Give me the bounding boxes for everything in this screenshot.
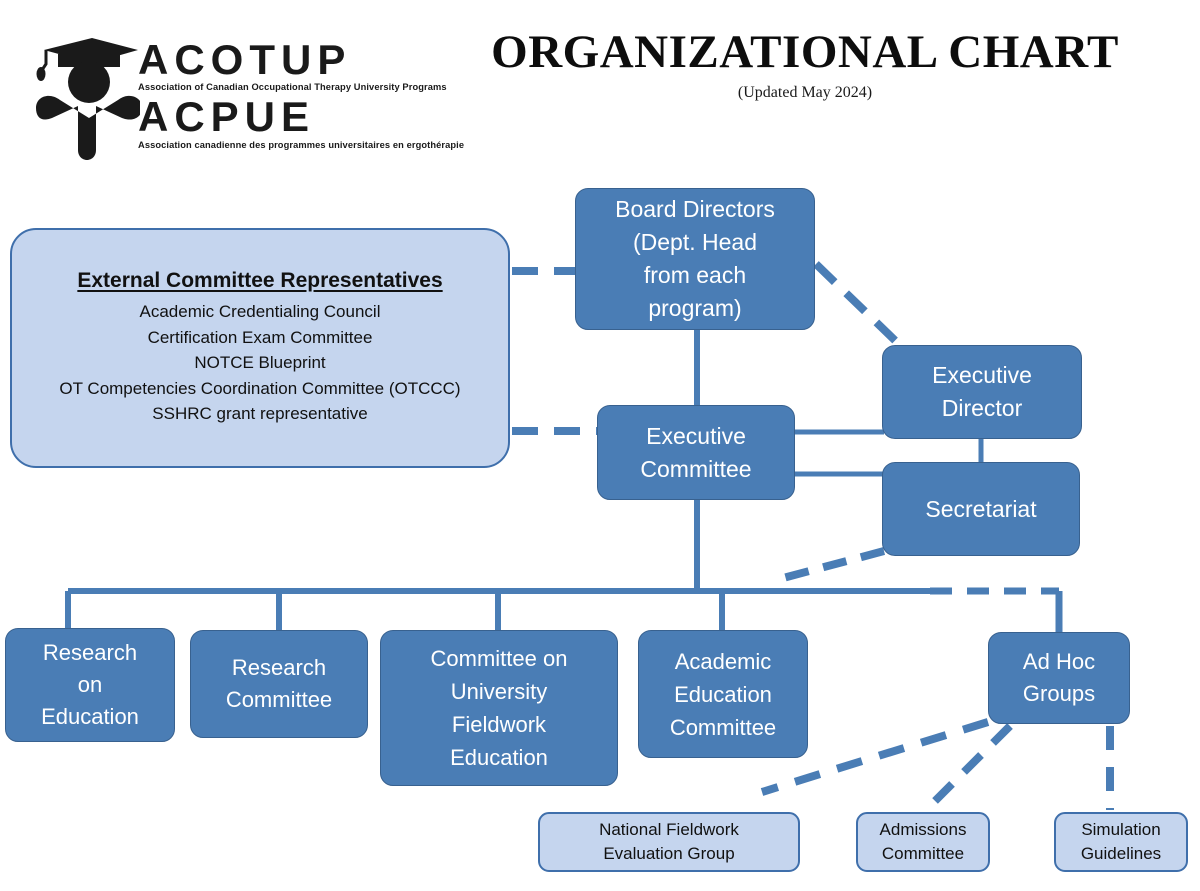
node-secretariat-label: Secretariat bbox=[925, 495, 1037, 522]
page-title: ORGANIZATIONAL CHART bbox=[491, 26, 1119, 78]
acotup-acpue-logo: ACOTUP Association of Canadian Occupatio… bbox=[30, 22, 465, 162]
logo-subtitle-fr: Association canadienne des programmes un… bbox=[138, 140, 465, 150]
page-title-block: ORGANIZATIONAL CHART (Updated May 2024) bbox=[420, 26, 1190, 102]
logo-acronym-en: ACOTUP bbox=[138, 36, 352, 83]
node-secretariat[interactable]: Secretariat bbox=[882, 462, 1080, 556]
external-panel-item: NOTCE Blueprint bbox=[194, 353, 326, 373]
page-subtitle: (Updated May 2024) bbox=[737, 84, 873, 101]
external-panel-item: Academic Credentialing Council bbox=[139, 302, 381, 322]
external-panel-item: SSHRC grant representative bbox=[152, 404, 368, 424]
external-panel-item: Certification Exam Committee bbox=[147, 327, 373, 347]
edge-board-to-exec-director bbox=[813, 261, 910, 355]
logo-acronym-fr: ACPUE bbox=[138, 93, 316, 140]
graduation-cap-figure-logo-icon bbox=[36, 38, 140, 160]
external-committee-representatives-panel[interactable]: External Committee Representatives Acade… bbox=[10, 228, 510, 468]
logo-wordmark: ACOTUP Association of Canadian Occupatio… bbox=[138, 36, 465, 151]
logo-subtitle-en: Association of Canadian Occupational The… bbox=[138, 82, 447, 92]
edge-adhoc-to-admissions bbox=[925, 723, 1013, 811]
external-panel-item: OT Competencies Coordination Committee (… bbox=[59, 378, 461, 398]
external-panel-heading: External Committee Representatives bbox=[77, 269, 443, 293]
edge-secretariat-to-distribution-bar bbox=[770, 547, 886, 585]
